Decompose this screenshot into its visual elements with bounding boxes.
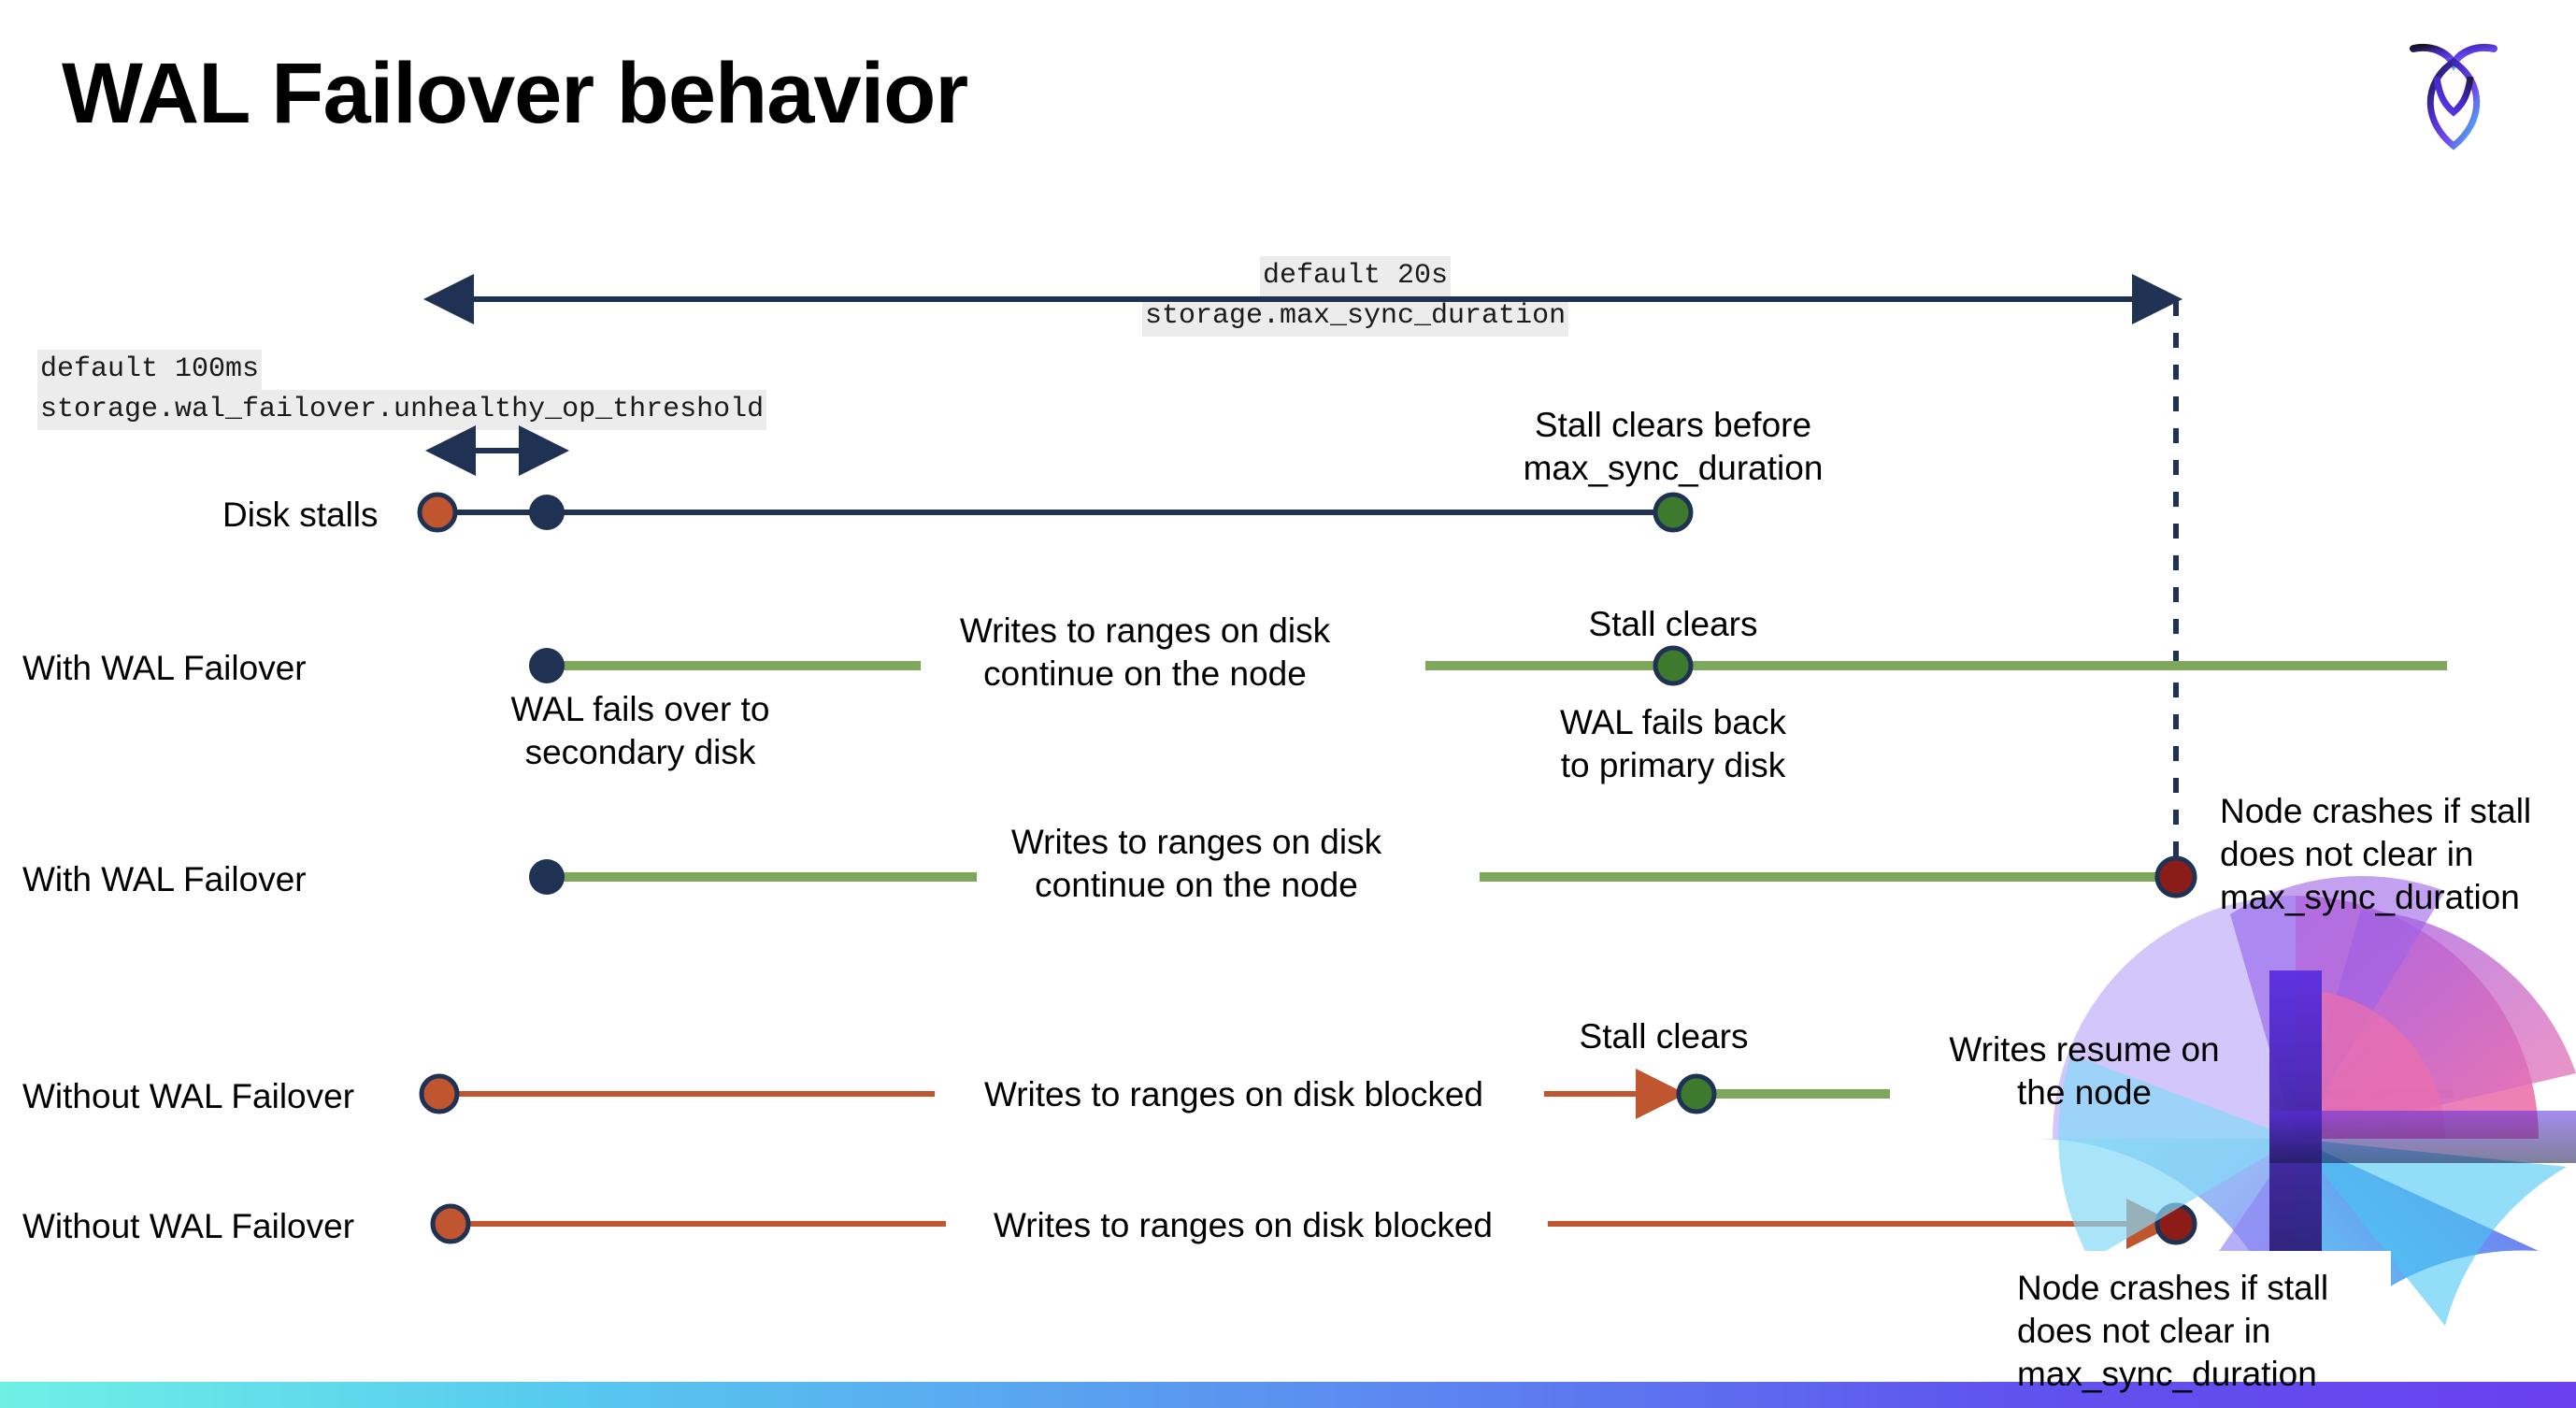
anno-node-crashes-row3: Node crashes if stall does not clear in … bbox=[2220, 792, 2532, 916]
callout-unhealthy-default: default 100ms bbox=[37, 350, 263, 390]
anno-stall-clears-row4: Stall clears bbox=[1579, 1017, 1749, 1056]
stall-start-dot bbox=[419, 1073, 460, 1114]
row-label-with-wal-failover-1: With WAL Failover bbox=[22, 649, 307, 687]
callout-max-sync-default: default 20s bbox=[1260, 256, 1452, 296]
anno-writes-resume-row4: Writes resume on the node bbox=[1949, 1030, 2220, 1112]
stall-start-dot bbox=[417, 492, 458, 533]
anno-wal-fails-over-secondary: WAL fails over to secondary disk bbox=[510, 690, 770, 771]
wal-failover-dot bbox=[529, 648, 565, 683]
row-label-with-wal-failover-2: With WAL Failover bbox=[22, 860, 307, 898]
callout-max-sync-duration: default 20s storage.max_sync_duration bbox=[1142, 256, 1569, 337]
anno-writes-continue-row2: Writes to ranges on disk continue on the… bbox=[959, 611, 1331, 693]
unhealthy-threshold-dot bbox=[529, 495, 565, 530]
anno-stall-clears-before-max-sync: Stall clears before max_sync_duration bbox=[1523, 406, 1824, 487]
row-disk-stalls-track bbox=[417, 492, 1694, 533]
anno-writes-continue-row3: Writes to ranges on disk continue on the… bbox=[1010, 823, 1382, 904]
anno-node-crashes-row5: Node crashes if stall does not clear in … bbox=[2017, 1269, 2329, 1393]
wal-failover-dot bbox=[529, 859, 565, 895]
anno-stall-clears-row2: Stall clears bbox=[1588, 605, 1758, 643]
anno-writes-blocked-row4: Writes to ranges on disk blocked bbox=[983, 1075, 1484, 1113]
page-title: WAL Failover behavior bbox=[62, 46, 968, 141]
anno-writes-blocked-row5: Writes to ranges on disk blocked bbox=[993, 1206, 1494, 1244]
stall-clears-dot bbox=[1676, 1073, 1717, 1114]
callout-unhealthy-op-threshold: default 100ms storage.wal_failover.unhea… bbox=[37, 350, 767, 430]
decorative-fan-graphic bbox=[1922, 858, 2576, 1382]
callout-unhealthy-setting: storage.wal_failover.unhealthy_op_thresh… bbox=[37, 390, 767, 430]
row-with-wal-failover-1-track bbox=[529, 645, 2447, 686]
row-label-without-wal-failover-2: Without WAL Failover bbox=[22, 1207, 355, 1245]
callout-max-sync-setting: storage.max_sync_duration bbox=[1142, 296, 1569, 337]
cockroachdb-logo-icon bbox=[2402, 28, 2505, 159]
bottom-gradient-bar bbox=[0, 1382, 2576, 1408]
stall-clears-dot bbox=[1653, 492, 1694, 533]
anno-wal-fails-back-primary: WAL fails back to primary disk bbox=[1560, 703, 1786, 784]
stall-start-dot bbox=[430, 1203, 471, 1244]
row-label-disk-stalls: Disk stalls bbox=[222, 496, 379, 534]
row-label-without-wal-failover-1: Without WAL Failover bbox=[22, 1077, 355, 1115]
stall-clears-dot bbox=[1653, 645, 1694, 686]
